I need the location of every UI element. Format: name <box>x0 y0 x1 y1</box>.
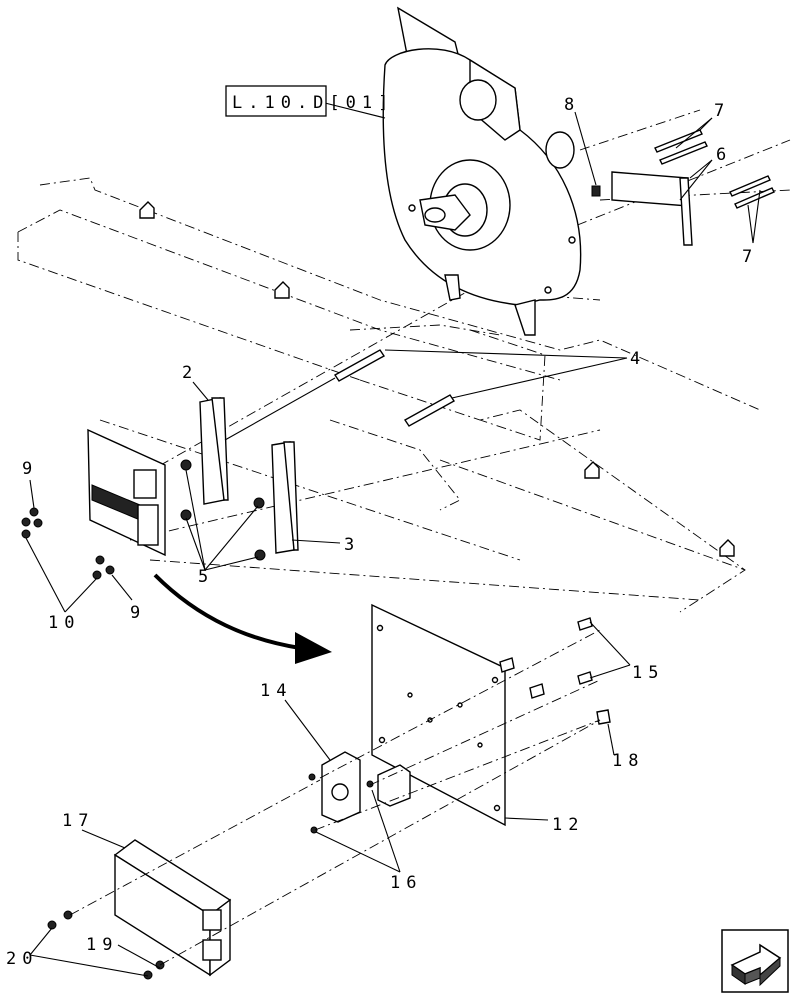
reference-link[interactable]: L.10.D[01] <box>225 85 394 117</box>
leader-lines <box>25 102 761 977</box>
bolts-7 <box>654 129 775 209</box>
nuts-5 <box>180 459 266 561</box>
callout-2: 2 <box>182 363 198 383</box>
callout-10: 10 <box>48 613 80 633</box>
callout-numbers: 8 7 6 7 4 2 3 5 9 9 10 15 18 12 14 16 17… <box>6 95 758 969</box>
reel-housing <box>382 6 582 336</box>
callout-19: 19 <box>86 935 118 955</box>
bracket-2 <box>199 397 229 505</box>
switch-14 <box>308 751 411 834</box>
next-page-arrow-icon <box>730 943 782 987</box>
controller-17 <box>47 839 232 980</box>
callout-16: 16 <box>390 873 422 893</box>
reference-label[interactable]: L.10.D[01] <box>232 93 394 113</box>
screws-15-18 <box>499 617 611 725</box>
callout-15: 15 <box>632 663 664 683</box>
bracket-6 <box>611 171 693 246</box>
callout-20: 20 <box>6 949 38 969</box>
callout-7-top: 7 <box>714 101 730 121</box>
transition-arrow <box>153 573 332 664</box>
callout-8: 8 <box>564 95 580 115</box>
callout-5: 5 <box>198 567 214 587</box>
callout-3: 3 <box>344 535 360 555</box>
callout-6: 6 <box>716 145 732 165</box>
callout-12: 12 <box>552 815 584 835</box>
bracket-3 <box>271 441 299 554</box>
assembly-lines <box>69 629 601 966</box>
callout-9-top: 9 <box>22 459 38 479</box>
rods-4 <box>224 349 456 441</box>
callout-14: 14 <box>260 681 292 701</box>
callout-7-bottom: 7 <box>742 247 758 267</box>
callout-17: 17 <box>62 811 94 831</box>
callout-9-bottom: 9 <box>130 603 146 623</box>
left-panel <box>21 428 166 580</box>
nut-8 <box>591 185 601 197</box>
next-page-button[interactable] <box>721 929 789 993</box>
callout-4: 4 <box>630 349 646 369</box>
callout-18: 18 <box>612 751 644 771</box>
